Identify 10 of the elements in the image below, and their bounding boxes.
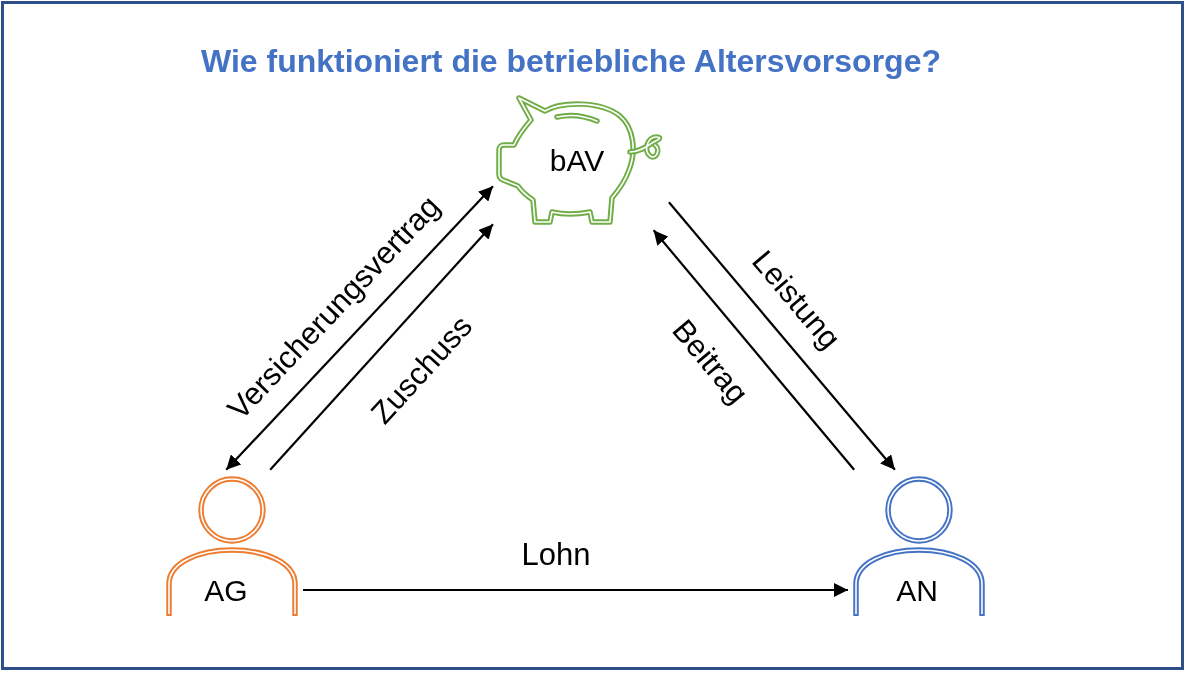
node-label: bAV [549, 143, 605, 177]
arrow [652, 229, 856, 471]
arrow [269, 223, 494, 471]
arrow [303, 582, 848, 598]
node-label: AN [896, 573, 938, 607]
arrow [668, 201, 896, 471]
title: Wie funktioniert die betriebliche Altersvorsorge? [201, 43, 941, 80]
arrow [225, 185, 494, 471]
node-label: AG [204, 573, 248, 607]
edge-label: Lohn [521, 537, 591, 573]
